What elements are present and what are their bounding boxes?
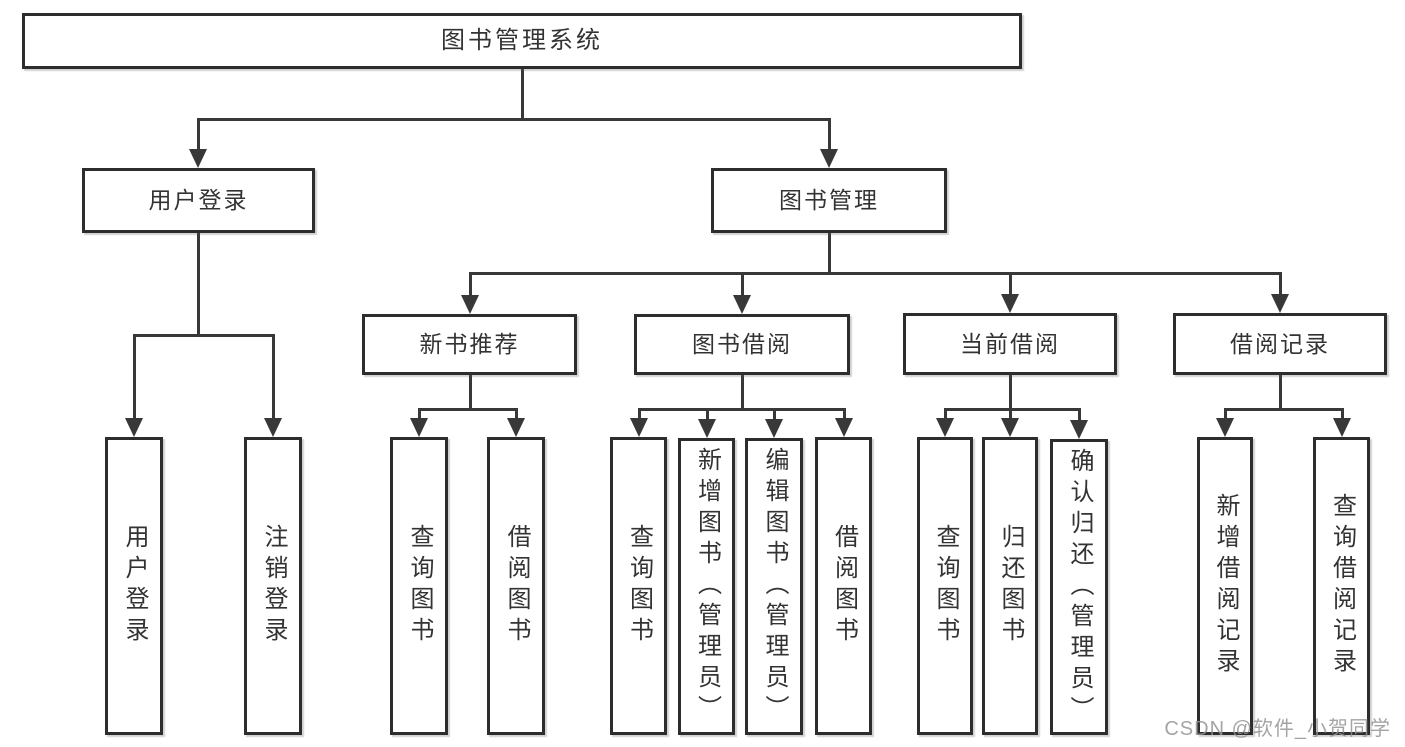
node-label-leaf-borrow-books-borrow: 借阅图书 bbox=[830, 524, 858, 648]
node-leaf-add-books-admin: 新增图书（管理员） bbox=[678, 438, 735, 735]
arrow-down-icon bbox=[835, 418, 853, 437]
connector-line bbox=[772, 409, 776, 428]
node-book-management: 图书管理 bbox=[711, 168, 947, 233]
arrow-down-icon bbox=[1001, 294, 1019, 313]
node-label-book-management: 图书管理 bbox=[779, 187, 879, 214]
node-leaf-query-books-borrow: 查询图书 bbox=[610, 437, 667, 735]
node-label-borrow-records: 借阅记录 bbox=[1230, 330, 1330, 357]
node-label-leaf-query-borrow-record: 查询借阅记录 bbox=[1328, 493, 1356, 679]
connector-line bbox=[705, 409, 709, 428]
connector-line bbox=[468, 273, 472, 304]
node-leaf-edit-books-admin: 编辑图书（管理员） bbox=[745, 438, 803, 735]
arrow-down-icon bbox=[1070, 420, 1088, 439]
node-label-leaf-return-books: 归还图书 bbox=[997, 524, 1024, 648]
watermark-text: CSDN @软件_小贺同学 bbox=[1164, 718, 1391, 740]
node-current-borrow: 当前借阅 bbox=[903, 313, 1117, 375]
node-label-leaf-edit-books-admin: 编辑图书（管理员） bbox=[761, 447, 788, 726]
arrow-down-icon bbox=[1001, 418, 1019, 437]
arrow-down-icon bbox=[1271, 294, 1289, 313]
connector-line bbox=[827, 119, 831, 158]
node-new-book-recommend: 新书推荐 bbox=[362, 314, 577, 375]
arrow-down-icon bbox=[125, 418, 143, 437]
connector-line bbox=[1077, 409, 1081, 429]
node-system: 图书管理系统 bbox=[22, 13, 1022, 69]
connector-line bbox=[1278, 273, 1282, 303]
node-leaf-return-books: 归还图书 bbox=[982, 437, 1038, 735]
arrow-down-icon bbox=[1333, 418, 1351, 437]
node-label-leaf-add-books-admin: 新增图书（管理员） bbox=[693, 447, 721, 726]
node-leaf-logout: 注销登录 bbox=[244, 437, 302, 735]
node-label-book-borrow: 图书借阅 bbox=[692, 331, 792, 358]
node-leaf-confirm-return-admin: 确认归还（管理员） bbox=[1050, 439, 1108, 735]
node-label-user-login: 用户登录 bbox=[148, 187, 249, 214]
connector-line bbox=[827, 233, 831, 273]
arrow-down-icon bbox=[820, 149, 838, 168]
connector-line bbox=[468, 375, 472, 409]
connector-line bbox=[520, 69, 524, 119]
connector-line bbox=[943, 407, 1081, 411]
connector-line bbox=[132, 333, 275, 337]
connector-line bbox=[1008, 273, 1012, 303]
connector-line bbox=[1223, 407, 1344, 411]
node-label-leaf-logout: 注销登录 bbox=[260, 524, 287, 648]
connector-line bbox=[1278, 375, 1282, 409]
node-label-new-book-recommend: 新书推荐 bbox=[419, 331, 520, 358]
node-user-login: 用户登录 bbox=[82, 168, 315, 233]
arrow-down-icon bbox=[189, 149, 207, 168]
node-leaf-add-borrow-record: 新增借阅记录 bbox=[1197, 437, 1253, 735]
connector-line bbox=[740, 375, 744, 409]
node-label-leaf-confirm-return-admin: 确认归还（管理员） bbox=[1066, 447, 1093, 727]
node-leaf-query-books-current: 查询图书 bbox=[917, 437, 973, 735]
connector-line bbox=[740, 273, 744, 304]
arrow-down-icon bbox=[765, 419, 783, 438]
node-label-leaf-query-books-recommend: 查询图书 bbox=[406, 524, 433, 648]
node-label-leaf-query-books-current: 查询图书 bbox=[932, 524, 959, 648]
node-label-leaf-add-borrow-record: 新增借阅记录 bbox=[1212, 493, 1239, 679]
arrow-down-icon bbox=[630, 418, 648, 437]
arrow-down-icon bbox=[507, 418, 525, 437]
node-leaf-query-borrow-record: 查询借阅记录 bbox=[1313, 437, 1370, 735]
node-leaf-borrow-books-recommend: 借阅图书 bbox=[487, 437, 545, 735]
arrow-down-icon bbox=[698, 419, 716, 438]
node-label-leaf-query-books-borrow: 查询图书 bbox=[625, 524, 653, 648]
arrow-down-icon bbox=[733, 295, 751, 314]
node-label-current-borrow: 当前借阅 bbox=[960, 330, 1060, 357]
node-leaf-user-login: 用户登录 bbox=[105, 437, 163, 735]
connector-line bbox=[1008, 375, 1012, 409]
node-label-system: 图书管理系统 bbox=[441, 27, 603, 54]
connector-line bbox=[196, 233, 200, 335]
connector-line bbox=[468, 271, 1282, 275]
arrow-down-icon bbox=[461, 295, 479, 314]
arrow-down-icon bbox=[264, 418, 282, 437]
connector-line bbox=[271, 335, 275, 427]
node-label-leaf-user-login: 用户登录 bbox=[121, 524, 148, 648]
connector-line bbox=[417, 407, 518, 411]
node-borrow-records: 借阅记录 bbox=[1173, 313, 1387, 375]
connector-line bbox=[196, 119, 200, 158]
node-book-borrow: 图书借阅 bbox=[634, 314, 850, 375]
node-label-leaf-borrow-books-recommend: 借阅图书 bbox=[503, 524, 530, 648]
node-leaf-query-books-recommend: 查询图书 bbox=[390, 437, 448, 735]
arrow-down-icon bbox=[1216, 418, 1234, 437]
node-leaf-borrow-books-borrow: 借阅图书 bbox=[815, 437, 872, 735]
arrow-down-icon bbox=[410, 418, 428, 437]
arrow-down-icon bbox=[936, 418, 954, 437]
connector-line bbox=[132, 335, 136, 427]
connector-line bbox=[196, 117, 831, 121]
connector-line bbox=[637, 407, 846, 411]
